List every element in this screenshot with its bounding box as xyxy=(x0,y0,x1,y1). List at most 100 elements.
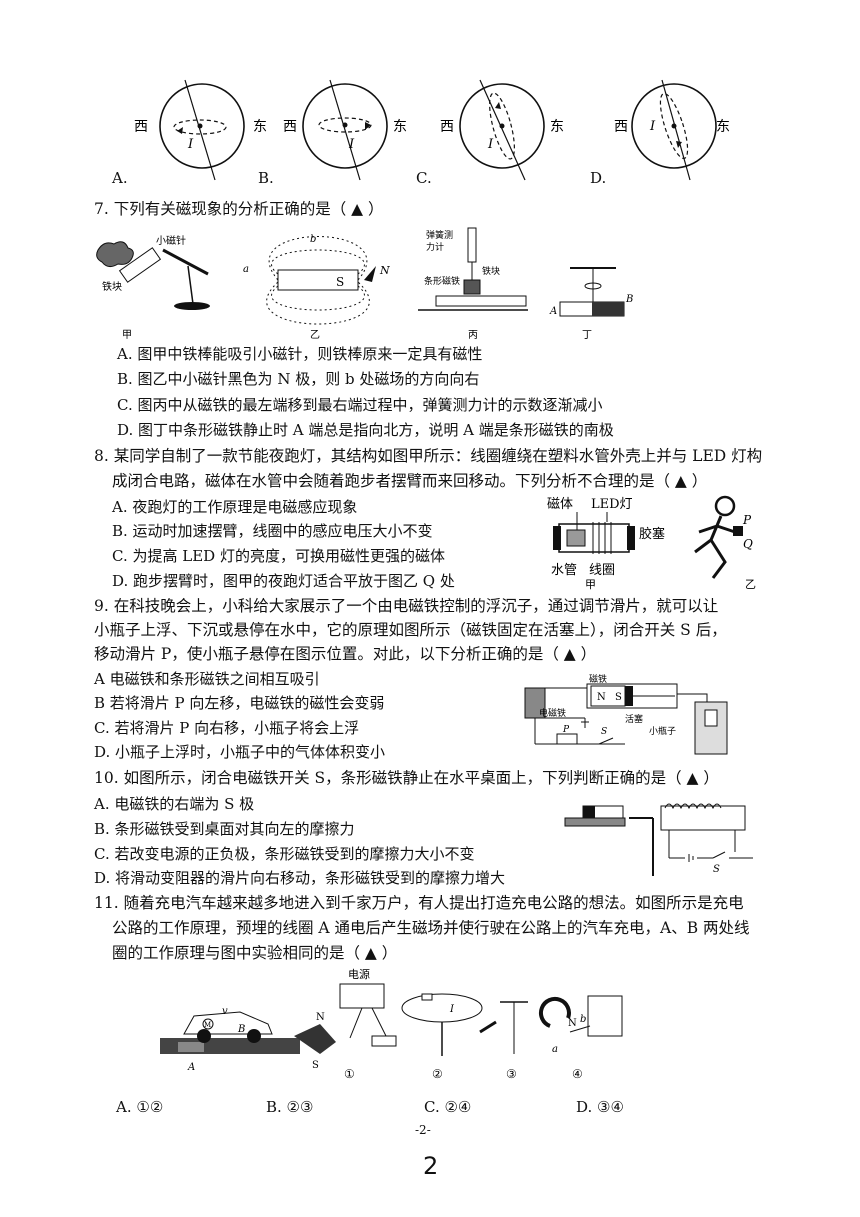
switch-label: S xyxy=(601,727,607,737)
q9-option-a: A 电磁铁和条形磁铁之间相互吸引 xyxy=(94,670,320,688)
caption-ding: 丁 xyxy=(582,330,592,341)
west-label: 西 xyxy=(614,119,628,135)
label-s: S xyxy=(336,275,344,289)
s-label: S xyxy=(615,692,622,703)
label-n: N xyxy=(379,264,390,277)
q9-option-b: B 若将滑片 P 向左移，电磁铁的磁性会变弱 xyxy=(94,694,385,712)
magnet-label: 磁体 xyxy=(547,497,573,512)
q11-option-d: D. ③④ xyxy=(576,1098,624,1116)
page-number: -2- xyxy=(415,1123,431,1137)
east-label: 东 xyxy=(253,119,267,135)
q8-option-d: D. 跑步摆臂时，图甲的夜跑灯适合平放于图乙 Q 处 xyxy=(112,572,455,590)
compass-figure-b: 西 东 I xyxy=(283,79,407,181)
q7-figures: 小磁针 铁块 甲 a b N S 乙 弹簧测 力计 铁块 条形磁铁 丙 A xyxy=(96,227,633,341)
q10-option-a: A. 电磁铁的右端为 S 极 xyxy=(94,795,255,813)
question-9-stem-1: 9. 在科技晚会上，小科给大家展示了一个由电磁铁控制的浮沉子，通过调节滑片，就可… xyxy=(94,597,719,615)
west-label: 西 xyxy=(440,119,454,135)
question-9-stem-3: 移动滑片 P，使小瓶子悬停在图示位置。对此，以下分析正确的是（ ▲ ） xyxy=(94,645,597,663)
east-label: 东 xyxy=(550,119,564,135)
n-label: N xyxy=(316,1012,325,1023)
question-11-stem-3: 圈的工作原理与图中实验相同的是（ ▲ ） xyxy=(112,944,398,962)
electromagnet-label: 电磁铁 xyxy=(539,707,566,719)
east-label: 东 xyxy=(716,119,730,135)
p-label: P xyxy=(562,725,570,735)
q7-option-d: D. 图丁中条形磁铁静止时 A 端总是指向北方，说明 A 端是条形磁铁的南极 xyxy=(117,421,614,439)
q8-option-a: A. 夜跑灯的工作原理是电磁感应现象 xyxy=(112,498,358,516)
needle-label: 小磁针 xyxy=(156,234,186,247)
n-label: N xyxy=(597,692,606,703)
q11-option-a: A. ①② xyxy=(116,1098,164,1116)
fig-jia: 小磁针 铁块 甲 xyxy=(96,234,210,341)
fig-ding: A B 丁 xyxy=(549,267,633,341)
coil-label: 线圈 xyxy=(589,563,615,578)
q8-figure: 磁体 LED灯 胶塞 水管 线圈 甲 P Q 乙 xyxy=(547,495,756,591)
current-label: I xyxy=(487,137,494,152)
magnet-label: 磁铁 xyxy=(589,673,607,685)
question-11-stem-1: 11. 随着充电汽车越来越多地进入到千家万户，有人提出打造充电公路的想法。如图所… xyxy=(94,894,744,912)
question-9-stem-2: 小瓶子上浮、下沉或悬停在水中，它的原理如图所示（磁铁固定在活塞上），闭合开关 S… xyxy=(94,621,727,639)
caption-yi: 乙 xyxy=(310,329,320,341)
question-8-stem-2: 成闭合电路，磁体在水管中会随着跑步者摆臂而来回移动。下列分析不合理的是（ ▲ ） xyxy=(112,472,708,490)
n-small-label: N xyxy=(568,1018,577,1029)
q7-option-c: C. 图丙中从磁铁的最左端移到最右端过程中，弹簧测力计的示数逐渐减小 xyxy=(117,396,603,414)
q10-option-c: C. 若改变电源的正负极，条形磁铁受到的摩擦力大小不变 xyxy=(94,845,475,863)
led-label: LED灯 xyxy=(591,497,633,512)
compass-figure-c: 西 东 I xyxy=(440,79,564,181)
option-label: D. xyxy=(590,169,607,187)
fig-yi: a b N S 乙 xyxy=(243,234,390,341)
current-label: I xyxy=(348,137,355,152)
b-small-label: b xyxy=(580,1014,586,1025)
q10-option-b: B. 条形磁铁受到桌面对其向左的摩擦力 xyxy=(94,820,355,838)
spring-label-2: 力计 xyxy=(426,241,444,253)
q-label: Q xyxy=(743,537,753,551)
q7-option-b: B. 图乙中小磁针黑色为 N 极，则 b 处磁场的方向向右 xyxy=(117,370,480,388)
i-label: I xyxy=(449,1004,455,1015)
q7-option-a: A. 图甲中铁棒能吸引小磁针，则铁棒原来一定具有磁性 xyxy=(117,345,483,363)
power-label: 电源 xyxy=(348,967,370,981)
q9-option-c: C. 若将滑片 P 向右移，小瓶子将会上浮 xyxy=(94,719,360,737)
pipe-label: 水管 xyxy=(551,563,577,578)
question-7-stem: 7. 下列有关磁现象的分析正确的是（ ▲ ） xyxy=(94,200,384,218)
option-label: C. xyxy=(416,169,432,187)
q11-figure: M B v A 电源 N S ① I ② ③ a b N ④ xyxy=(160,967,623,1081)
compass-figure-a: 西 东 I xyxy=(134,79,267,181)
question-10-stem: 10. 如图所示，闭合电磁铁开关 S，条形磁铁静止在水平桌面上，下列判断正确的是… xyxy=(94,769,719,787)
option-label: A. xyxy=(112,169,128,187)
bottle-label: 小瓶子 xyxy=(649,725,676,737)
piston-label: 活塞 xyxy=(625,713,643,725)
label-b: B xyxy=(625,294,633,305)
label-a: a xyxy=(243,264,249,275)
q8-option-b: B. 运动时加速摆臂，线圈中的感应电压大小不变 xyxy=(112,522,433,540)
label-b: b xyxy=(310,234,316,245)
switch-label: S xyxy=(713,864,720,875)
q9-figure: 磁铁 N S 电磁铁 活塞 小瓶子 P S xyxy=(524,673,728,755)
option-label: B. xyxy=(258,169,274,187)
caption-bing: 丙 xyxy=(468,330,478,341)
spring-label-1: 弹簧测 xyxy=(426,229,453,241)
current-label: I xyxy=(187,137,194,152)
q10-figure: S xyxy=(564,803,753,876)
q8-option-c: C. 为提高 LED 灯的亮度，可换用磁性更强的磁体 xyxy=(112,547,445,565)
b-label: B xyxy=(237,1024,245,1035)
label-a: A xyxy=(549,306,557,317)
s-label: S xyxy=(312,1060,319,1071)
q10-option-d: D. 将滑动变阻器的滑片向右移动，条形磁铁受到的摩擦力增大 xyxy=(94,869,506,887)
a-small-label: a xyxy=(552,1044,558,1055)
plug-label: 胶塞 xyxy=(639,526,665,542)
west-label: 西 xyxy=(283,119,297,135)
caption-jia: 甲 xyxy=(585,578,596,591)
num-3: ③ xyxy=(506,1067,517,1081)
q11-option-b: B. ②③ xyxy=(266,1098,314,1116)
west-label: 西 xyxy=(134,119,148,135)
current-label: I xyxy=(649,119,656,134)
v-label: v xyxy=(222,1006,228,1017)
q11-option-c: C. ②④ xyxy=(424,1098,472,1116)
sheet-number: 2 xyxy=(423,1152,439,1180)
p-label: P xyxy=(742,513,752,527)
caption-jia: 甲 xyxy=(122,330,132,341)
compass-figure-d: 西 东 I xyxy=(614,79,730,181)
east-label: 东 xyxy=(393,119,407,135)
q9-option-d: D. 小瓶子上浮时，小瓶子中的气体体积变小 xyxy=(94,743,386,761)
m-label: M xyxy=(204,1021,211,1029)
fig-bing: 弹簧测 力计 铁块 条形磁铁 丙 xyxy=(418,227,528,341)
